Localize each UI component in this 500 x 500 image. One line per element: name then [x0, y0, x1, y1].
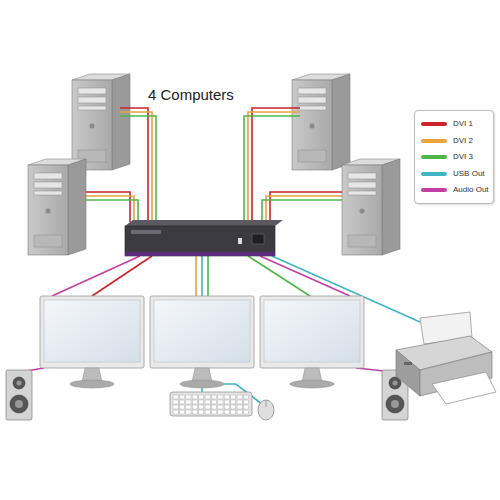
- legend-text: Audio Out: [453, 183, 489, 197]
- keyboard-key: [192, 405, 197, 409]
- monitor: [150, 296, 254, 388]
- keyboard-key: [186, 405, 191, 409]
- keyboard-key: [231, 410, 236, 414]
- keyboard-key: [211, 400, 216, 404]
- keyboard-key: [186, 410, 191, 414]
- computer-tower: [342, 159, 400, 255]
- legend-swatch: [421, 139, 447, 143]
- computer-tower: [292, 74, 350, 170]
- keyboard-key: [179, 400, 184, 404]
- keyboard-key: [186, 400, 191, 404]
- keyboard-key: [237, 410, 242, 414]
- legend-box: DVI 1 DVI 2 DVI 3 USB OutAudio Out: [414, 110, 494, 204]
- keyboard-key: [173, 400, 178, 404]
- legend-text: DVI 3: [453, 150, 473, 164]
- keyboard-key: [231, 395, 236, 399]
- speaker: [6, 370, 32, 420]
- keyboard-key: [192, 395, 197, 399]
- keyboard-key: [243, 410, 248, 414]
- keyboard-key: [218, 395, 223, 399]
- keyboard-key: [224, 410, 229, 414]
- keyboard-key: [205, 400, 210, 404]
- monitor: [260, 296, 364, 388]
- kvm-switch: [125, 220, 283, 256]
- keyboard-key: [199, 395, 204, 399]
- keyboard-key: [224, 405, 229, 409]
- legend-text: DVI 2: [453, 134, 473, 148]
- keyboard-key: [243, 405, 248, 409]
- keyboard-key: [218, 400, 223, 404]
- keyboard-key: [218, 405, 223, 409]
- keyboard-key: [173, 395, 178, 399]
- legend-text: DVI 1: [453, 117, 473, 131]
- keyboard-key: [199, 410, 204, 414]
- keyboard-key: [205, 405, 210, 409]
- keyboard-key: [243, 400, 248, 404]
- keyboard-key: [243, 395, 248, 399]
- mouse: [258, 400, 274, 420]
- keyboard-key: [199, 405, 204, 409]
- monitor: [40, 296, 144, 388]
- computer-tower: [72, 74, 130, 170]
- legend-swatch: [421, 188, 447, 192]
- output-cables: [20, 256, 420, 404]
- keyboard: [170, 392, 252, 416]
- keyboard-key: [211, 395, 216, 399]
- keyboard-key: [205, 410, 210, 414]
- keyboard-key: [237, 400, 242, 404]
- keyboard-key: [186, 395, 191, 399]
- keyboard-key: [192, 400, 197, 404]
- keyboard-key: [205, 395, 210, 399]
- keyboard-key: [224, 395, 229, 399]
- dvi-cables: [86, 108, 342, 222]
- keyboard-key: [231, 405, 236, 409]
- keyboard-key: [218, 410, 223, 414]
- keyboard-key: [237, 395, 242, 399]
- legend-text: USB Out: [453, 167, 485, 181]
- keyboard-key: [211, 410, 216, 414]
- keyboard-key: [179, 405, 184, 409]
- keyboard-key: [231, 400, 236, 404]
- keyboard-key: [192, 410, 197, 414]
- legend-swatch: [421, 122, 447, 126]
- keyboard-key: [199, 400, 204, 404]
- computer-tower: [28, 159, 86, 255]
- keyboard-key: [173, 410, 178, 414]
- keyboard-key: [224, 400, 229, 404]
- keyboard-key: [173, 405, 178, 409]
- legend-swatch: [421, 155, 447, 159]
- keyboard-key: [179, 395, 184, 399]
- diagram-title: 4 Computers: [148, 86, 234, 103]
- keyboard-key: [179, 410, 184, 414]
- keyboard-key: [211, 405, 216, 409]
- printer: [396, 312, 496, 404]
- legend-swatch: [421, 172, 447, 176]
- keyboard-key: [237, 405, 242, 409]
